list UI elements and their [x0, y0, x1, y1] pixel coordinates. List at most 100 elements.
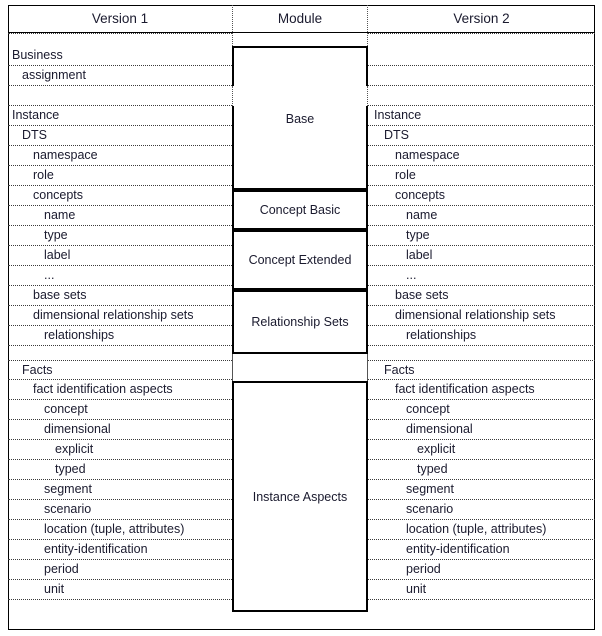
module-box-instance-aspects[interactable]: Instance Aspects — [232, 381, 368, 612]
v2-label: fact identification aspects — [368, 380, 595, 400]
table-row: Business — [8, 46, 595, 66]
module-column-guide — [232, 33, 368, 46]
v1-label: DTS — [8, 126, 232, 146]
table-row: segment segment — [8, 480, 595, 500]
table-row: DTS DTS — [8, 126, 595, 146]
v2-label: Facts — [368, 360, 595, 380]
v2-label: explicit — [368, 440, 595, 460]
v2-label: relationships — [368, 326, 595, 346]
v2-label: dimensional relationship sets — [368, 306, 595, 326]
v1-label: base sets — [8, 286, 232, 306]
table-row: name name — [8, 206, 595, 226]
v2-cell-blank — [368, 600, 595, 622]
v2-label: entity-identification — [368, 540, 595, 560]
v2-label — [368, 86, 595, 106]
v2-label: base sets — [368, 286, 595, 306]
module-box-instance-aspects-label: Instance Aspects — [252, 489, 348, 504]
table-row: period period — [8, 560, 595, 580]
v1-label: name — [8, 206, 232, 226]
module-box-relationship-sets[interactable]: Relationship Sets — [232, 290, 368, 354]
table-row: location (tuple, attributes) location (t… — [8, 520, 595, 540]
v1-label: entity-identification — [8, 540, 232, 560]
v2-label: label — [368, 246, 595, 266]
v2-label: dimensional — [368, 420, 595, 440]
module-box-relationship-sets-label: Relationship Sets — [251, 315, 349, 329]
v1-label: namespace — [8, 146, 232, 166]
v2-label: location (tuple, attributes) — [368, 520, 595, 540]
v2-label — [368, 66, 595, 86]
v1-label: ... — [8, 266, 232, 286]
v1-label: Instance — [8, 106, 232, 126]
table-row: dimensional dimensional — [8, 420, 595, 440]
v1-label — [8, 86, 232, 106]
v2-label: period — [368, 560, 595, 580]
v2-label — [368, 46, 595, 66]
module-box-base[interactable]: Base — [232, 46, 368, 190]
v1-label: relationships — [8, 326, 232, 346]
table-row-blank — [8, 86, 595, 106]
module-box-concept-basic-label: Concept Basic — [259, 203, 341, 217]
v1-label: Facts — [8, 360, 232, 380]
v2-cell-blank — [368, 346, 595, 360]
v1-label: unit — [8, 580, 232, 600]
v2-label: role — [368, 166, 595, 186]
v2-label: type — [368, 226, 595, 246]
v2-label: segment — [368, 480, 595, 500]
v1-label: role — [8, 166, 232, 186]
table-row: unit unit — [8, 580, 595, 600]
v2-label: DTS — [368, 126, 595, 146]
v1-label: segment — [8, 480, 232, 500]
v2-label: concept — [368, 400, 595, 420]
v1-label: type — [8, 226, 232, 246]
module-box-base-segment-bottom — [232, 106, 368, 190]
table-outer-frame — [8, 5, 595, 630]
table-row: dimensional relationship sets dimensiona… — [8, 306, 595, 326]
module-box-base-label: Base — [285, 112, 315, 126]
table-row: namespace namespace — [8, 146, 595, 166]
v2-label: Instance — [368, 106, 595, 126]
table-row: ... ... — [8, 266, 595, 286]
module-box-concept-extended[interactable]: Concept Extended — [232, 230, 368, 290]
column-header-version-1: Version 1 — [91, 11, 149, 26]
v2-label: namespace — [368, 146, 595, 166]
table-row: concept concept — [8, 400, 595, 420]
v2-cell-blank — [368, 33, 595, 46]
table-row: role role — [8, 166, 595, 186]
v1-label: dimensional — [8, 420, 232, 440]
table-row: concepts concepts — [8, 186, 595, 206]
v1-label: Business — [8, 46, 232, 66]
v1-label: scenario — [8, 500, 232, 520]
table-row: Facts Facts — [8, 360, 595, 380]
table-header-row: Version 1 Module Version 2 — [8, 5, 595, 33]
table-row: entity-identification entity-identificat… — [8, 540, 595, 560]
module-box-base-segment-gap — [232, 86, 368, 106]
v1-label: typed — [8, 460, 232, 480]
v1-label: explicit — [8, 440, 232, 460]
table-row: Instance Instance — [8, 106, 595, 126]
table-row: base sets base sets — [8, 286, 595, 306]
table-row: scenario scenario — [8, 500, 595, 520]
module-box-concept-basic[interactable]: Concept Basic — [232, 190, 368, 230]
v2-label: concepts — [368, 186, 595, 206]
module-box-base-segment-top — [232, 46, 368, 86]
v2-label: scenario — [368, 500, 595, 520]
v2-label: typed — [368, 460, 595, 480]
v1-cell-blank — [8, 33, 232, 46]
table-row: label label — [8, 246, 595, 266]
v2-label: ... — [368, 266, 595, 286]
table-row: type type — [8, 226, 595, 246]
module-column-guide — [232, 354, 368, 381]
table-row: assignment — [8, 66, 595, 86]
v2-label: name — [368, 206, 595, 226]
v1-cell-blank — [8, 600, 232, 622]
v1-cell-blank — [8, 346, 232, 360]
v2-label: unit — [368, 580, 595, 600]
table-row: explicit explicit — [8, 440, 595, 460]
table-row: typed typed — [8, 460, 595, 480]
v1-label: concept — [8, 400, 232, 420]
v1-label: label — [8, 246, 232, 266]
table-row: fact identification aspects fact identif… — [8, 380, 595, 400]
v1-label: dimensional relationship sets — [8, 306, 232, 326]
v1-label: location (tuple, attributes) — [8, 520, 232, 540]
